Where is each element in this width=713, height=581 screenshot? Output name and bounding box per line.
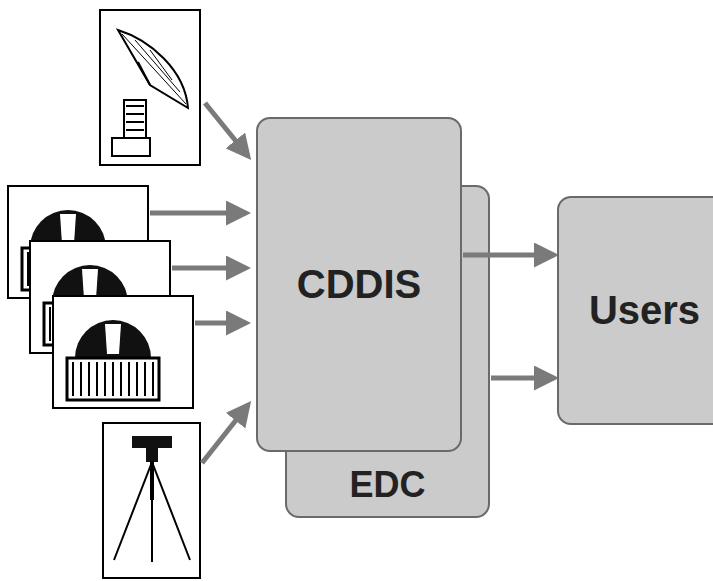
users-box: Users	[557, 196, 713, 425]
input-arrows	[150, 103, 248, 463]
tripod-icon	[103, 423, 200, 578]
flow-arrow	[491, 376, 554, 381]
data-center-box: CDDIS	[256, 117, 462, 452]
box-label: Users	[589, 288, 700, 333]
box-label: CDDIS	[297, 262, 421, 307]
observatory-icon	[53, 296, 193, 408]
antenna-icon	[100, 10, 200, 165]
box-label: EDC	[349, 464, 425, 506]
